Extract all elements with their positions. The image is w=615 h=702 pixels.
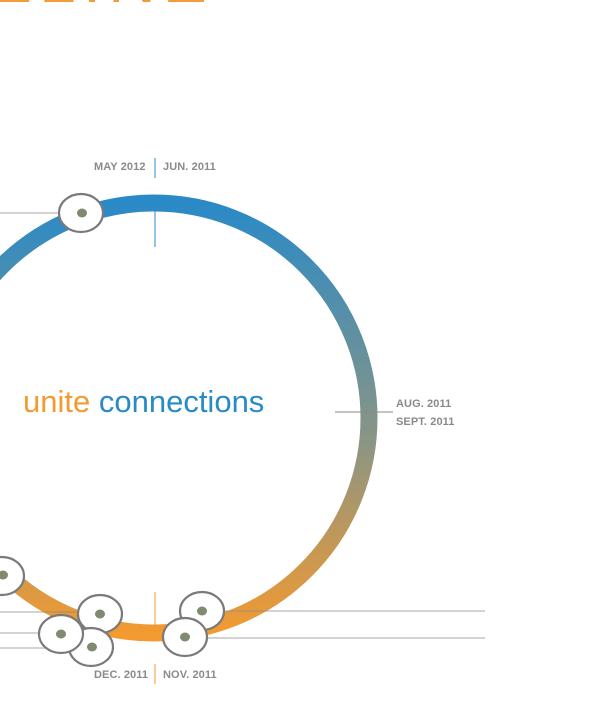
timeline-heading: ELINE (0, 0, 214, 12)
date-label-jun-2011: JUN. 2011 (163, 161, 216, 173)
timeline-marker[interactable] (161, 616, 209, 658)
timeline-marker[interactable] (37, 613, 85, 655)
logo-word-connections: connections (98, 384, 265, 419)
timeline-marker[interactable] (76, 593, 124, 635)
timeline-marker[interactable] (0, 555, 26, 597)
logo-word-unite: unite (23, 384, 91, 419)
date-label-dec-2011: DEC. 2011 (94, 669, 149, 681)
date-label-sept-2011: SEPT. 2011 (396, 416, 455, 428)
date-label-may-2012: MAY 2012 (94, 161, 146, 173)
date-label-nov-2011: NOV. 2011 (163, 669, 217, 681)
timeline-ring (0, 194, 378, 642)
date-label-aug-2011: AUG. 2011 (396, 398, 452, 410)
unite-connections-logo: unite connections (23, 386, 264, 417)
timeline-marker[interactable] (57, 192, 105, 234)
